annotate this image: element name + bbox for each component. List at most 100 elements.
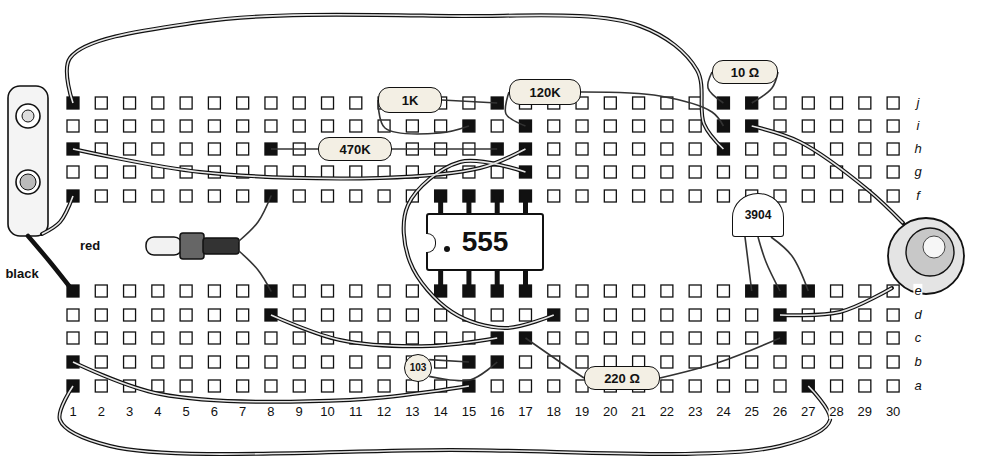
breadboard-hole [887, 166, 899, 178]
breadboard-hole [831, 332, 843, 344]
part-value: 120K [529, 86, 560, 99]
breadboard-hole [406, 285, 418, 297]
breadboard-hole [831, 190, 843, 202]
breadboard-hole [717, 166, 729, 178]
column-number: 17 [517, 405, 533, 419]
breadboard-hole [576, 166, 588, 178]
breadboard-hole [604, 309, 616, 321]
jumper-wire [239, 196, 271, 241]
column-number: 28 [828, 405, 844, 419]
breadboard-hole [746, 309, 758, 321]
breadboard-hole [576, 285, 588, 297]
transistor-body: 3904 [732, 193, 784, 237]
column-number: 20 [602, 405, 618, 419]
breadboard-hole [887, 143, 899, 155]
breadboard-hole [661, 285, 673, 297]
breadboard-hole [661, 332, 673, 344]
breadboard-hole [859, 120, 871, 132]
row-letter: a [913, 379, 922, 393]
breadboard-hole [237, 97, 249, 109]
breadboard-hole [208, 120, 220, 132]
column-number: 15 [461, 405, 477, 419]
breadboard-hole [859, 143, 871, 155]
breadboard-hole [519, 356, 531, 368]
breadboard-hole [859, 332, 871, 344]
push-switch [146, 233, 239, 259]
breadboard-hole [802, 356, 814, 368]
column-number: 1 [68, 405, 77, 419]
breadboard-hole [548, 380, 560, 392]
breadboard-hole [378, 356, 390, 368]
breadboard-hole [180, 380, 192, 392]
breadboard-hole [378, 285, 390, 297]
breadboard-hole [265, 332, 277, 344]
breadboard-hole [689, 120, 701, 132]
part-value: 103 [410, 363, 427, 373]
breadboard-hole [208, 143, 220, 155]
breadboard-hole [237, 190, 249, 202]
breadboard-hole [208, 285, 220, 297]
column-number: 11 [348, 405, 364, 419]
column-number: 26 [772, 405, 788, 419]
breadboard-hole [887, 332, 899, 344]
breadboard-hole [322, 166, 334, 178]
breadboard-hole [180, 143, 192, 155]
jumper-wire [404, 161, 554, 328]
breadboard-hole [265, 356, 277, 368]
speaker [888, 218, 964, 294]
breadboard-hole [859, 356, 871, 368]
column-number: 7 [238, 405, 247, 419]
breadboard-hole [293, 120, 305, 132]
column-number: 29 [857, 405, 873, 419]
column-number: 5 [181, 405, 190, 419]
breadboard-hole [67, 120, 79, 132]
breadboard-hole [265, 380, 277, 392]
part-value: 10 Ω [731, 66, 760, 79]
breadboard-hole [604, 166, 616, 178]
breadboard-hole [180, 120, 192, 132]
breadboard-hole [774, 380, 786, 392]
breadboard-hole [519, 309, 531, 321]
column-number: 22 [659, 405, 675, 419]
capacitor-disc: 103 [404, 354, 432, 382]
breadboard-hole [548, 166, 560, 178]
breadboard-hole [689, 166, 701, 178]
column-number: 6 [210, 405, 219, 419]
breadboard-hole [633, 190, 645, 202]
breadboard-hole [717, 190, 729, 202]
column-number: 13 [404, 405, 420, 419]
breadboard-hole [435, 120, 447, 132]
breadboard-hole [774, 97, 786, 109]
breadboard-hole [633, 97, 645, 109]
component-lead [581, 92, 723, 126]
breadboard-hole [746, 166, 758, 178]
breadboard-hole [604, 285, 616, 297]
component-lead [525, 338, 584, 378]
breadboard-hole [208, 380, 220, 392]
breadboard-hole [237, 143, 249, 155]
breadboard-hole [831, 356, 843, 368]
breadboard-hole [378, 309, 390, 321]
breadboard-hole [831, 120, 843, 132]
breadboard-hole [774, 120, 786, 132]
resistor-body: 470K [318, 137, 392, 161]
breadboard-hole [152, 143, 164, 155]
breadboard-hole [689, 143, 701, 155]
breadboard-hole [717, 380, 729, 392]
breadboard-hole [746, 332, 758, 344]
breadboard-hole [774, 166, 786, 178]
resistor-body: 1K [378, 87, 442, 113]
breadboard-hole [95, 309, 107, 321]
breadboard-hole [887, 380, 899, 392]
breadboard-hole [208, 97, 220, 109]
breadboard-hole [604, 97, 616, 109]
breadboard-hole [633, 285, 645, 297]
breadboard-hole [350, 190, 362, 202]
breadboard-hole [548, 190, 560, 202]
component-lead [429, 362, 497, 381]
breadboard-hole [661, 309, 673, 321]
column-number: 2 [97, 405, 106, 419]
breadboard-hole [406, 120, 418, 132]
breadboard-hole [180, 285, 192, 297]
